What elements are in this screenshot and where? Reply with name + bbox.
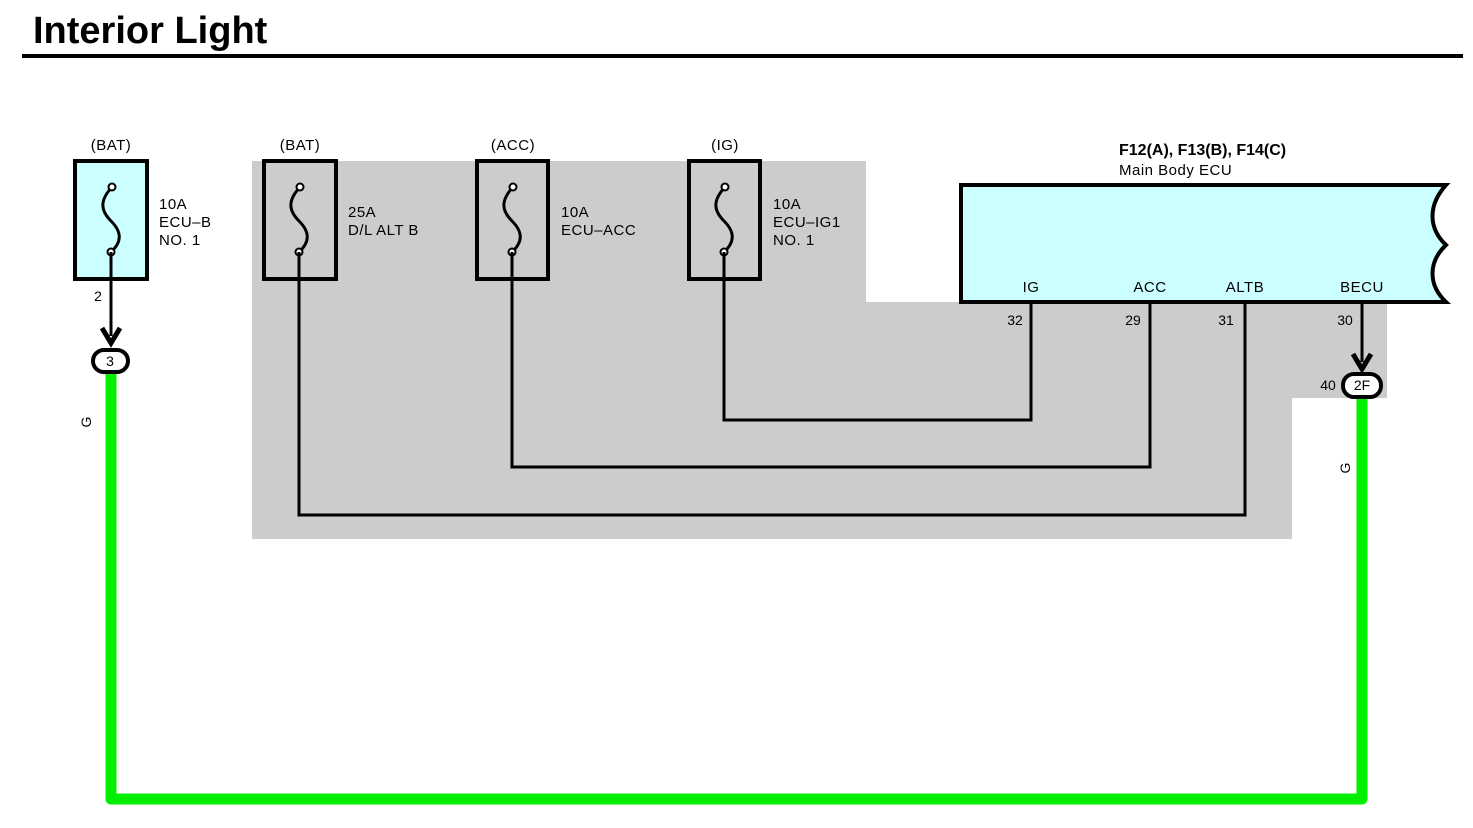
- fuse-symbol-icon: [502, 185, 522, 254]
- ecu-terminal-becu: BECU: [1340, 279, 1384, 296]
- wire-altb: [297, 252, 1247, 517]
- fuse-source: (BAT): [280, 137, 321, 154]
- ecu-pin-ig: 32: [1007, 312, 1023, 328]
- fuse-symbol-icon: [289, 185, 309, 254]
- page-title: Interior Light: [33, 10, 268, 52]
- wire-color-code: G: [78, 417, 94, 428]
- fuse-name: ECU–ACC: [561, 222, 636, 239]
- ecu-pin-becu: 30: [1337, 312, 1353, 328]
- ecu-connector-label: F12(A), F13(B), F14(C): [1119, 142, 1286, 159]
- junction-id: 2F: [1354, 377, 1370, 393]
- fuse-ecu-b: (BAT) 10A ECU–B NO. 1 2: [73, 137, 212, 304]
- fuse-rating: 10A: [159, 196, 187, 213]
- ecu-pin-altb: 31: [1218, 312, 1234, 328]
- fuse-source: (ACC): [491, 137, 535, 154]
- fuse-dl-alt-b: (BAT) 25A D/L ALT B: [262, 137, 419, 281]
- fuse-name: NO. 1: [773, 232, 815, 249]
- ecu-terminal-acc: ACC: [1133, 279, 1166, 296]
- fuse-symbol-icon: [714, 185, 734, 254]
- ecu-name-label: Main Body ECU: [1119, 162, 1232, 179]
- junction-pin: 40: [1320, 377, 1336, 393]
- wire-ig: [722, 252, 1033, 422]
- fuse-pin: 2: [94, 288, 102, 304]
- fuse-rating: 25A: [348, 204, 376, 221]
- fuse-rating: 10A: [773, 196, 801, 213]
- fuse-name: ECU–B: [159, 214, 212, 231]
- arrow-down-icon: [99, 326, 123, 348]
- ecu-terminal-ig: IG: [1023, 279, 1040, 296]
- junction-block-shade: [252, 161, 1387, 539]
- fuse-name: NO. 1: [159, 232, 201, 249]
- fuse-symbol-icon: [101, 185, 121, 254]
- fuse-name: D/L ALT B: [348, 222, 419, 239]
- arrow-down-icon: [1350, 352, 1374, 374]
- wire-color-code: G: [1337, 463, 1353, 474]
- junction-id: 3: [106, 353, 114, 369]
- wire-acc: [510, 252, 1152, 469]
- fuse-rating: 10A: [561, 204, 589, 221]
- main-body-ecu-box: [959, 183, 1452, 304]
- fuse-source: (IG): [711, 137, 739, 154]
- fuse-source: (BAT): [91, 137, 132, 154]
- fuse-ecu-acc: (ACC) 10A ECU–ACC: [475, 137, 636, 281]
- ecu-terminal-altb: ALTB: [1226, 279, 1264, 296]
- wire-green: [105, 372, 1368, 805]
- junction-connector-3: 3: [91, 348, 130, 374]
- junction-connector-2f: 2F 40: [1320, 372, 1383, 399]
- ecu-pin-acc: 29: [1125, 312, 1141, 328]
- fuse-name: ECU–IG1: [773, 214, 841, 231]
